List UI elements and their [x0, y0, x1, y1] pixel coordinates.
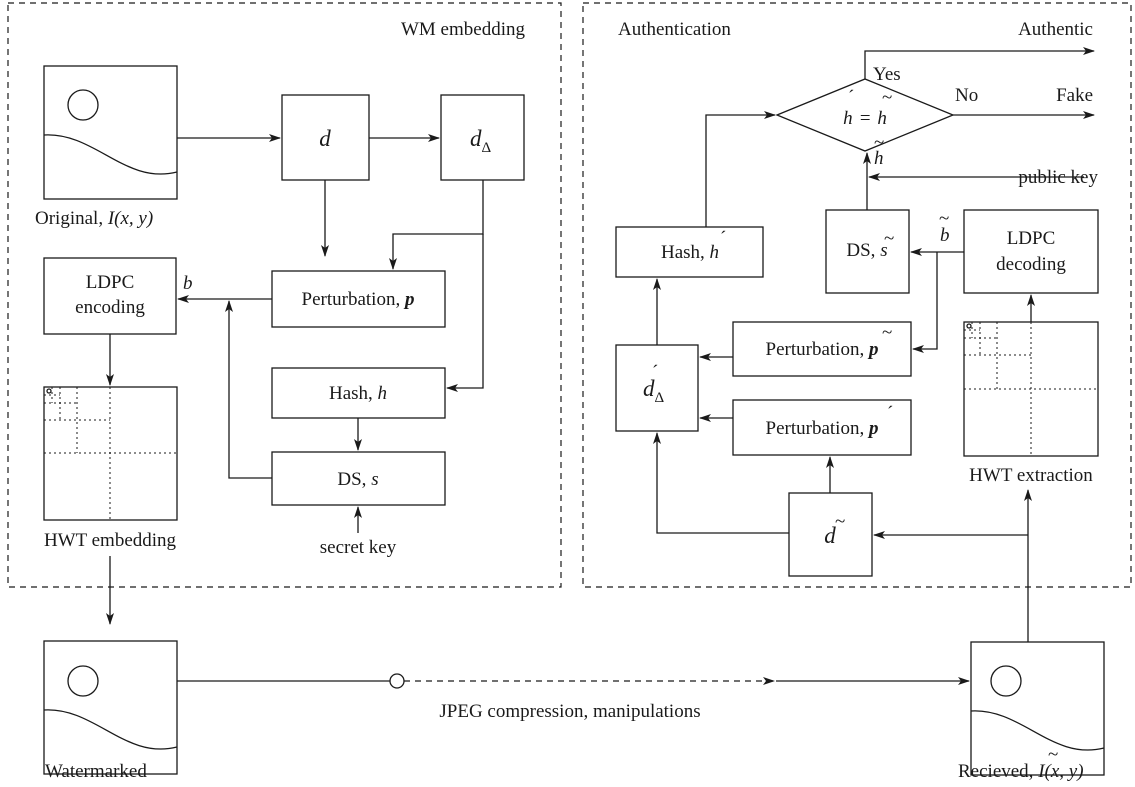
ldpc-encoding-line1: LDPC	[86, 272, 135, 293]
authentication-section-title: Authentication	[618, 19, 731, 40]
d-delta-prime-box	[615, 344, 699, 432]
hash-h-prime-label: Hash, h	[661, 242, 719, 263]
d-box	[281, 94, 370, 181]
received-image	[970, 641, 1105, 776]
ldpc-decoding-line1: LDPC	[1007, 228, 1056, 249]
embedding-section-title: WM embedding	[401, 19, 526, 40]
hash-h-label: Hash, h	[329, 383, 387, 404]
arrow-d-delta-to-hash	[446, 234, 484, 392]
arrow-b-to-perturbation-tilde	[912, 252, 938, 353]
d-delta-prime-accent: ´	[652, 362, 658, 383]
decision-label: h=h	[843, 108, 887, 129]
arrow-d-tilde-to-d-delta	[653, 432, 789, 534]
ds-s-label: DS, s	[337, 469, 378, 490]
d-delta-prime-label: dΔ	[643, 376, 665, 406]
secret-key-label: secret key	[320, 537, 397, 558]
perturbation-p-tilde-accent: ~	[882, 322, 892, 343]
hash-h-prime-accent: ´	[720, 228, 726, 249]
ds-s-tilde-accent: ~	[884, 228, 894, 249]
decision-rhs-tilde: ~	[882, 87, 892, 108]
ldpc-encoding-line2: encoding	[75, 297, 145, 318]
channel-label: JPEG compression, manipulations	[439, 701, 700, 722]
d-tilde-accent: ~	[835, 511, 845, 532]
yes-label: Yes	[873, 64, 901, 85]
b-tilde-label: b	[940, 225, 950, 246]
hwt-embedding-image	[43, 386, 178, 521]
original-image-label: Original, I(x, y)	[35, 208, 153, 229]
d-label: d	[319, 126, 331, 151]
hwt-extraction-label: HWT extraction	[969, 465, 1093, 486]
hwt-extraction-image	[963, 321, 1099, 457]
arrow-d-delta-to-perturbation	[389, 180, 484, 270]
d-delta-label: dΔ	[470, 126, 492, 156]
d-tilde-label: d	[824, 523, 836, 548]
ldpc-encoding-box	[43, 257, 177, 335]
perturbation-p-tilde-box	[732, 321, 912, 377]
perturbation-p-tilde-label: Perturbation, p	[766, 339, 879, 360]
embedding-section-frame	[7, 2, 562, 588]
watermarked-label: Watermarked	[45, 761, 147, 782]
ds-s-tilde-label: DS, s	[846, 240, 887, 261]
hash-h-box	[271, 367, 446, 419]
original-image	[43, 65, 178, 200]
b-tilde-accent: ~	[939, 208, 949, 229]
arrow-hash-prime-to-diamond	[705, 111, 776, 227]
received-i-tilde: ~	[1048, 744, 1058, 765]
d-tilde-box	[788, 492, 873, 577]
watermarked-image	[43, 640, 178, 775]
hwt-embedding-label: HWT embedding	[44, 530, 177, 551]
hash-h-prime-box	[615, 226, 764, 278]
authentic-label: Authentic	[1018, 19, 1093, 40]
b-label: b	[183, 273, 193, 294]
channel-node	[389, 673, 405, 689]
arrow-to-authentic	[864, 47, 1095, 79]
ldpc-decoding-line2: decoding	[996, 254, 1066, 275]
fake-label: Fake	[1056, 85, 1093, 106]
authentication-section-frame	[582, 2, 1132, 588]
ds-s-box	[271, 451, 446, 506]
decision-lhs-accent: ´	[848, 87, 854, 108]
no-label: No	[955, 85, 978, 106]
d-delta-box	[440, 94, 525, 181]
perturbation-p-prime-label: Perturbation, p	[766, 418, 879, 439]
arrow-ds-to-b	[225, 300, 272, 479]
received-label: Recieved, I(x, y)	[958, 761, 1084, 782]
perturbation-p-prime-accent: ´	[887, 403, 893, 424]
perturbation-p-prime-box	[732, 399, 912, 456]
ds-s-tilde-box	[825, 209, 910, 294]
ldpc-decoding-box	[963, 209, 1099, 294]
h-tilde-accent: ~	[874, 132, 884, 153]
h-tilde-label: h	[874, 148, 884, 169]
perturbation-p-label: Perturbation, p	[302, 289, 415, 310]
